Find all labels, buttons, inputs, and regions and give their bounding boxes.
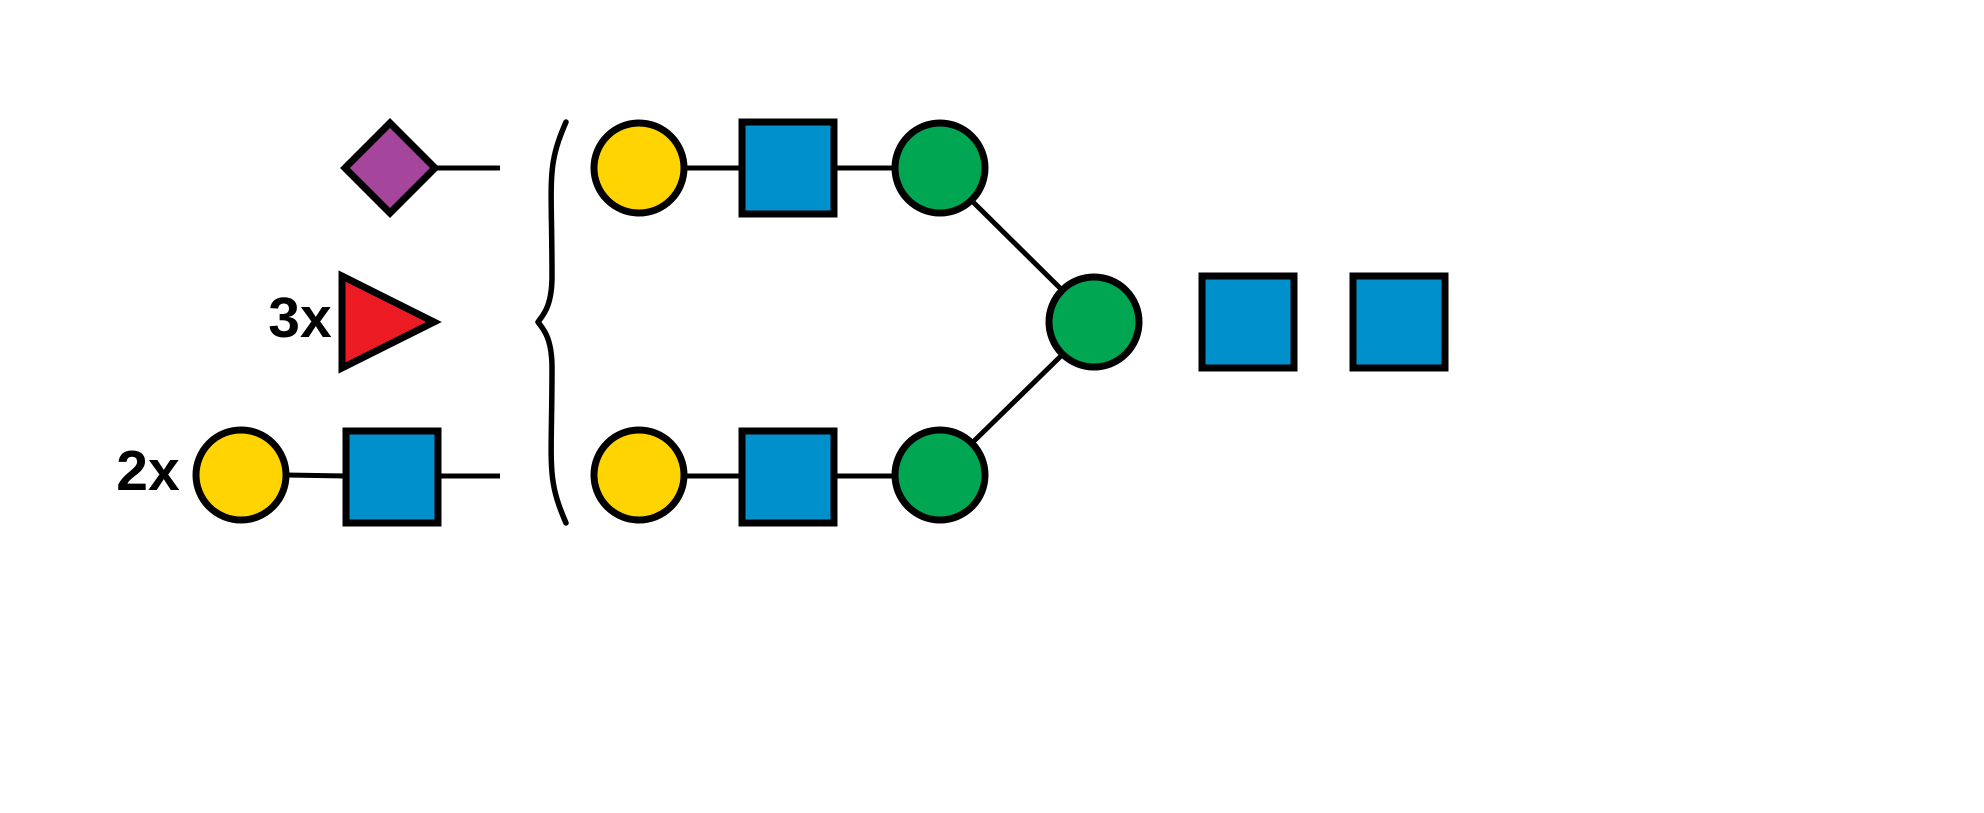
glcnac-square-bottom-shape [738, 427, 838, 527]
neuac-diamond[interactable] [340, 118, 440, 218]
glcnac-square-core-1-shape [1198, 272, 1298, 372]
fuc-triangle-shape [338, 270, 442, 374]
gal-circle-left-shape [192, 426, 290, 524]
neuac-diamond-shape [340, 118, 440, 218]
glcnac-square-core-2[interactable] [1349, 272, 1449, 372]
glcnac-square-top[interactable] [738, 118, 838, 218]
labels-layer: 3x 2x [116, 286, 332, 503]
glcnac-square-left-shape [342, 427, 442, 527]
edges-layer [285, 165, 1064, 479]
repeat-count-label-3x: 3x [268, 286, 332, 350]
man-circle-top-shape [891, 119, 989, 217]
edge-man-top-core [970, 199, 1064, 292]
man-circle-bottom-shape [891, 426, 989, 524]
glcnac-square-left[interactable] [342, 427, 442, 527]
glcnac-square-core-1[interactable] [1198, 272, 1298, 372]
glcnac-square-bottom[interactable] [738, 427, 838, 527]
edge-man-bottom-core [970, 353, 1064, 445]
man-circle-top[interactable] [891, 119, 989, 217]
edge-gal-glcnac-left [285, 472, 347, 479]
nodes-layer [192, 118, 1449, 527]
glcnac-square-top-shape [738, 118, 838, 218]
man-circle-core[interactable] [1045, 273, 1143, 371]
glcnac-square-core-2-shape [1349, 272, 1449, 372]
repeat-count-label-2x: 2x [116, 439, 180, 503]
gal-circle-bottom[interactable] [590, 426, 688, 524]
gal-circle-bottom-shape [590, 426, 688, 524]
brace-layer [535, 119, 569, 526]
gal-circle-top-shape [590, 119, 688, 217]
gal-circle-top[interactable] [590, 119, 688, 217]
man-circle-core-shape [1045, 273, 1143, 371]
man-circle-bottom[interactable] [891, 426, 989, 524]
repeat-brace [535, 119, 569, 526]
fuc-triangle[interactable] [338, 270, 442, 374]
gal-circle-left[interactable] [192, 426, 290, 524]
